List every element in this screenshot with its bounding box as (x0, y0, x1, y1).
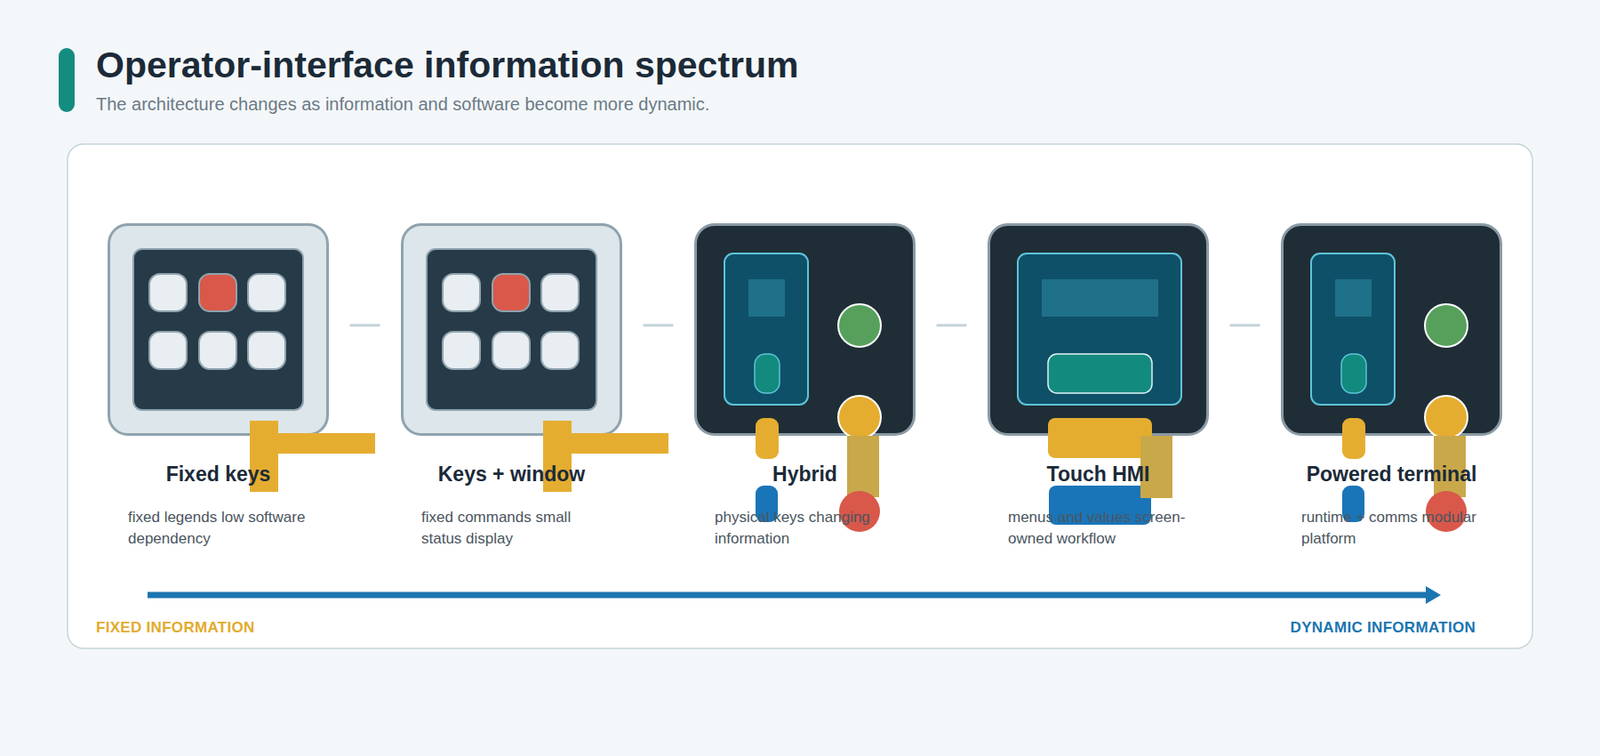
key-panel (426, 248, 597, 410)
spectrum-arrow-head (1425, 585, 1441, 604)
device-description: menus and values screen-owned workflow (1008, 506, 1191, 550)
device-name: Powered terminal (1280, 462, 1503, 487)
key (442, 273, 480, 312)
keypad-illustration (426, 248, 669, 492)
window-bar (543, 420, 572, 492)
key-bar (1048, 485, 1152, 525)
device-card: Fixed keysfixed legends low software dep… (107, 223, 329, 436)
device-card: Keys + windowfixed commands small status… (400, 223, 623, 436)
axis-end-label: DYNAMIC INFORMATION (1290, 618, 1476, 637)
spectrum-connector (328, 323, 401, 327)
hybrid-illustration (724, 253, 881, 532)
terminal-illustration (1311, 253, 1468, 532)
screen-block (1041, 279, 1159, 317)
key-pill (755, 485, 778, 522)
key (199, 273, 237, 312)
screen-button (754, 353, 780, 393)
device-card: Powered terminalruntime + comms modular … (1280, 223, 1503, 436)
key (541, 273, 579, 312)
device-description: fixed legends low software dependency (128, 506, 311, 550)
screen (1017, 253, 1182, 405)
indicator-lamp (838, 304, 881, 347)
key (149, 273, 187, 312)
window-bar (278, 432, 376, 454)
screen-block (1335, 279, 1372, 317)
device-name: Fixed keys (107, 462, 329, 487)
stem-bar (1433, 435, 1466, 497)
stem-bar (847, 435, 880, 497)
key (442, 331, 480, 369)
key-panel (133, 248, 304, 410)
key-bar (1048, 417, 1152, 458)
device-description: physical keys changing information (714, 506, 897, 550)
key (149, 331, 187, 369)
diagram-subtitle: The architecture changes as information … (96, 94, 710, 115)
indicator-lamp (838, 395, 881, 439)
spectrum-connector (915, 323, 988, 327)
screen (1311, 253, 1395, 405)
device-description: fixed commands small status display (421, 506, 604, 550)
spectrum-arrow-line (147, 592, 1429, 599)
device-name: Keys + window (400, 462, 623, 487)
key (541, 331, 579, 369)
stop-button (839, 490, 880, 532)
screen-button (1048, 353, 1152, 393)
screen (724, 253, 808, 405)
window-bar (249, 420, 279, 492)
accent-bar (58, 48, 75, 112)
key (248, 273, 286, 312)
window-bar (571, 432, 669, 454)
screen-button (1341, 353, 1367, 393)
device-name: Hybrid (694, 462, 916, 487)
indicator-lamp (1424, 304, 1468, 347)
touch-illustration (1017, 253, 1182, 525)
stem-bar (1140, 435, 1173, 498)
key-pill (755, 417, 779, 459)
spectrum-connector (1208, 323, 1281, 327)
device-description: runtime + comms modular platform (1301, 506, 1484, 550)
diagram-title: Operator-interface information spectrum (96, 44, 800, 87)
key-pill (1342, 417, 1366, 459)
key-pill (1342, 485, 1365, 522)
keypad-illustration (133, 248, 376, 492)
stop-button (1425, 490, 1467, 532)
indicator-lamp (1424, 395, 1468, 439)
device-name: Touch HMI (987, 462, 1209, 487)
key (492, 331, 530, 369)
key (248, 331, 286, 369)
spectrum-connector (622, 323, 695, 327)
panel (67, 144, 1533, 648)
screen-block (748, 279, 785, 317)
device-card: Touch HMImenus and values screen-owned w… (987, 223, 1209, 436)
device-card: Hybridphysical keys changing information (694, 223, 916, 436)
axis-end-label: FIXED INFORMATION (96, 618, 256, 637)
key (492, 273, 530, 312)
key (199, 331, 237, 369)
